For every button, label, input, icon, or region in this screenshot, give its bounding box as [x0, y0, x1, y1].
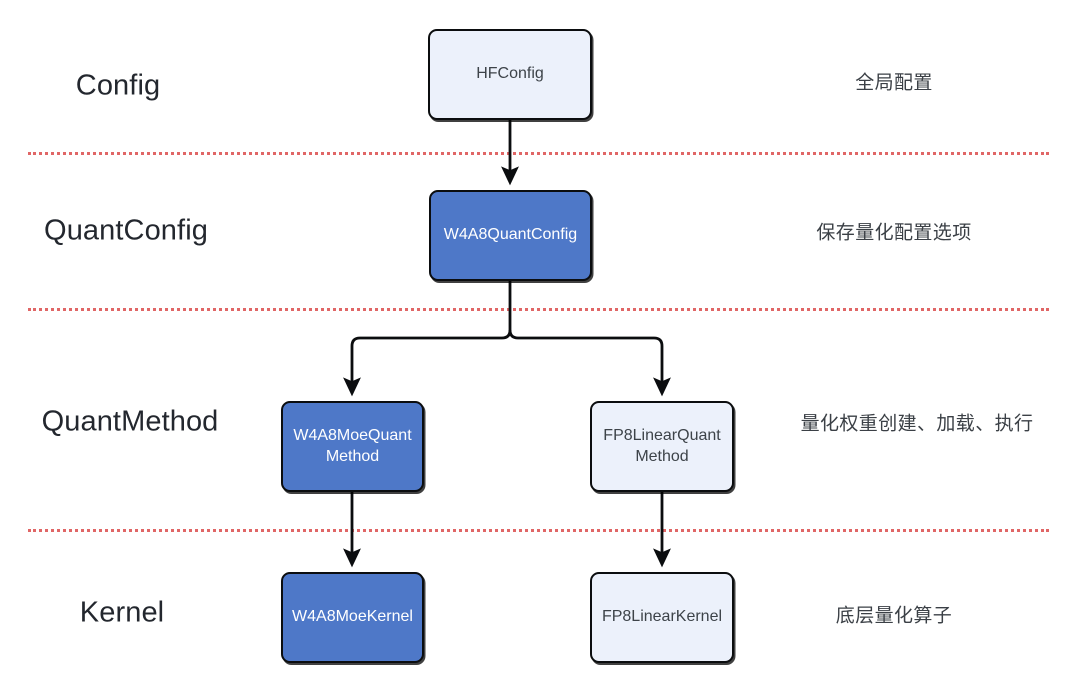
node-fp8linearquantmethod[interactable]: FP8LinearQuant Method [590, 401, 734, 492]
node-fp8linearquantmethod-label-line1: FP8LinearQuant [603, 427, 721, 445]
note-label-kernel: 底层量化算子 [835, 605, 953, 627]
node-w4a8quantconfig[interactable]: W4A8QuantConfig [429, 190, 592, 281]
node-w4a8quantconfig-label: W4A8QuantConfig [443, 226, 578, 244]
node-fp8linearkernel[interactable]: FP8LinearKernel [590, 572, 734, 663]
node-w4a8moequantmethod-label-line1: W4A8MoeQuant [293, 427, 412, 445]
node-hfconfig-label: HFConfig [476, 65, 544, 83]
node-w4a8moekernel-label: W4A8MoeKernel [292, 608, 413, 626]
edge-w4a8quantconfig-to-fp8linearquantmethod [508, 329, 671, 397]
note-label-quantconfig: 保存量化配置选项 [816, 222, 972, 244]
layer-label-quantmethod: QuantMethod [41, 405, 219, 438]
note-label-quantmethod: 量化权重创建、加载、执行 [800, 413, 1034, 435]
edge-w4a8quantconfig-to-w4a8moequantmethod [343, 329, 512, 397]
divider-config-quantconfig [28, 152, 1049, 155]
node-w4a8moequantmethod[interactable]: W4A8MoeQuant Method [281, 401, 424, 492]
layer-label-quantconfig: QuantConfig [44, 214, 208, 247]
layer-label-config: Config [75, 69, 161, 102]
node-w4a8moequantmethod-label-line2: Method [325, 447, 380, 465]
note-label-config: 全局配置 [855, 72, 933, 94]
node-fp8linearquantmethod-label-line2: Method [635, 447, 689, 465]
node-w4a8moekernel[interactable]: W4A8MoeKernel [281, 572, 424, 663]
node-hfconfig[interactable]: HFConfig [428, 29, 592, 120]
divider-quantmethod-kernel [28, 529, 1049, 532]
node-fp8linearkernel-label: FP8LinearKernel [601, 608, 723, 626]
divider-quantconfig-quantmethod [28, 308, 1049, 311]
layer-label-kernel: Kernel [79, 596, 165, 629]
